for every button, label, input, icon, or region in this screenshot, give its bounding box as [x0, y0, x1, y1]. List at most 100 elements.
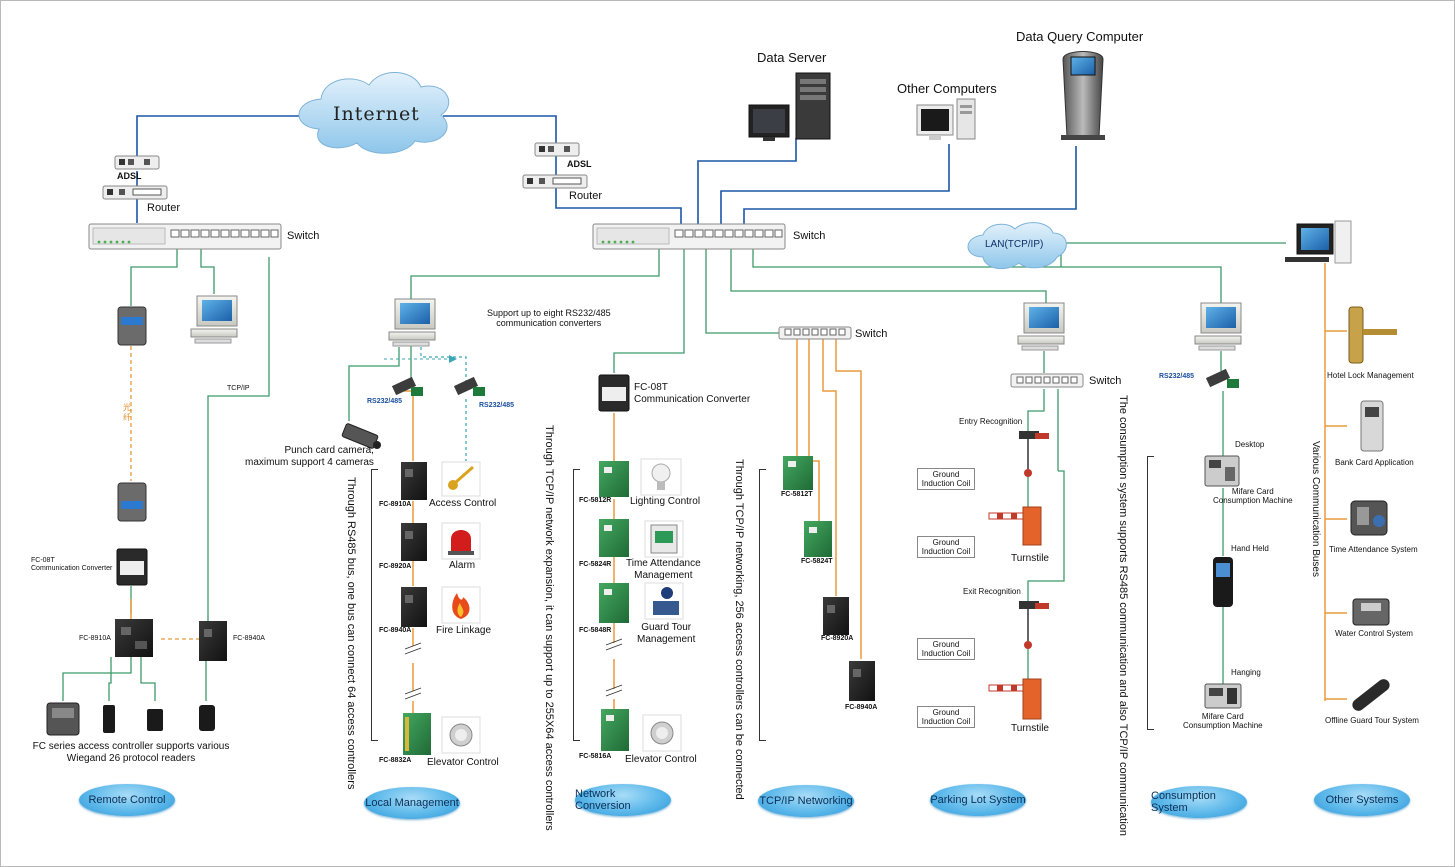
fc8910a-remote-label: FC-8910A: [79, 635, 111, 642]
section-tcpip-networking: TCP/IP Networking: [758, 785, 854, 817]
section-parking-lot-system-label: Parking Lot System: [930, 794, 1026, 806]
data-query-kiosk: [1061, 51, 1105, 140]
router-mid: [522, 174, 588, 189]
punch-card-camera: [341, 423, 381, 449]
turnstile-barrier-2: [988, 678, 1042, 720]
readers-caption: FC series access controller supports var…: [32, 741, 230, 764]
fc8940a-tcpip-label: FC-8940A: [845, 704, 878, 711]
key-icon: [441, 461, 481, 497]
section-other-systems-label: Other Systems: [1325, 794, 1399, 806]
section-local-management: Local Management: [364, 787, 460, 819]
section-tcpip-networking-label: TCP/IP Networking: [759, 795, 853, 807]
fc5812r-label: FC-5812R: [579, 497, 612, 504]
fc8920a-tcpip-label: FC-8920A: [821, 635, 854, 642]
fc5816a-label: FC-5816A: [579, 753, 612, 760]
support-pointer-arrow: [449, 355, 457, 363]
pc-other-systems: [1285, 220, 1352, 264]
switch-parking-device: [1010, 373, 1084, 388]
board-5812r: [599, 461, 629, 497]
switch-tcpip-label: Switch: [855, 328, 888, 340]
exit-camera: [1019, 601, 1049, 649]
wan-links: [136, 115, 1077, 225]
hanging-label: Hanging: [1231, 668, 1261, 677]
elevator-control-local-label: Elevator Control: [427, 757, 499, 768]
fc08t-remote-label: FC-08T Communication Converter: [31, 557, 113, 573]
handheld-terminal: [1213, 557, 1233, 607]
internet-label: Internet: [333, 103, 420, 125]
fc8940a-remote-label: FC-8940A: [233, 635, 265, 642]
rs-converter-right: [453, 376, 485, 396]
lan-label: LAN(TCP/IP): [985, 239, 1044, 250]
board-local-8832a: [403, 713, 431, 755]
bank-card-reader-icon: [1360, 400, 1384, 452]
adsl-modem-left: [114, 155, 160, 170]
alarm-icon: [441, 522, 481, 560]
support-note: Support up to eight RS232/485 communicat…: [487, 308, 611, 329]
break-marks: [404, 638, 623, 700]
tcpip-remote-label: TCP/IP: [227, 385, 250, 392]
lan-cloud: [967, 222, 1067, 270]
reader-keypad: [46, 702, 80, 736]
fc8910a-local-label: FC-8910A: [379, 501, 412, 508]
time-attendance-system-label: Time Attendance System: [1329, 545, 1418, 554]
fc5848r-label: FC-5848R: [579, 627, 612, 634]
board-tcpip-8920a: [823, 597, 849, 635]
switch-main-label: Switch: [793, 230, 826, 242]
board-local-8910a: [401, 462, 427, 500]
section-consumption-system-label: Consumption System: [1151, 790, 1216, 814]
other-computers-device: [916, 98, 976, 140]
section-remote-control: Remote Control: [79, 784, 175, 816]
fire-icon: [441, 586, 481, 624]
switch-tcpip-device: [778, 326, 852, 340]
hotel-lock-icon: [1348, 306, 1397, 364]
adsl-mid-label: ADSL: [567, 159, 592, 169]
water-control-label: Water Control System: [1335, 629, 1413, 638]
fc5824r-label: FC-5824R: [579, 561, 612, 568]
attendance-icon: [644, 520, 684, 558]
lightbulb-icon: [640, 458, 682, 496]
turnstile-1-label: Turnstile: [1011, 553, 1049, 564]
rs485-bus-note: Through RS485 bus, one bus can connect 6…: [345, 477, 357, 790]
tcpip-expansion-note: Through TCP/IP network expansion, it can…: [543, 425, 555, 831]
section-parking-lot-system: Parking Lot System: [930, 784, 1026, 816]
rs-converter-left: [391, 376, 423, 396]
rs-converter-consumption: [1205, 368, 1239, 388]
fiber-label: 光纤: [123, 403, 131, 422]
bank-card-label: Bank Card Application: [1335, 458, 1414, 467]
local-bracket: [371, 469, 378, 741]
ground-coil-4: Ground Induction Coil: [917, 706, 975, 728]
guard-tour-management-label: Guard Tour Management: [637, 622, 696, 645]
fc08t-network-label: FC-08T Communication Converter: [634, 382, 751, 405]
guard-tour-icon: [644, 582, 684, 620]
tcpip-networking-note: Through TCP/IP networking, 256 access co…: [733, 459, 745, 800]
pc-remote: [190, 295, 238, 344]
fire-linkage-label: Fire Linkage: [436, 625, 492, 636]
board-5812t: [783, 456, 813, 490]
fc8920a-local-label: FC-8920A: [379, 563, 412, 570]
tcpip-bracket: [759, 469, 766, 741]
communication-buses-note: Various Communication Buses: [1310, 441, 1321, 577]
ground-coil-3: Ground Induction Coil: [917, 638, 975, 660]
elevator-icon-network: [642, 714, 682, 752]
board-5816a: [601, 709, 629, 751]
consumption-bracket: [1147, 456, 1154, 730]
desktop-consumption-machine: [1204, 455, 1240, 487]
reader-card-2: [147, 709, 163, 731]
internet-cloud: [298, 72, 450, 154]
offline-guard-tour-label: Offline Guard Tour System: [1325, 716, 1419, 725]
mifare-machine-2-label: Mifare Card Consumption Machine: [1183, 712, 1263, 731]
board-remote-8910a: [115, 619, 153, 657]
router-mid-label: Router: [569, 190, 603, 202]
data-server-device: [748, 72, 831, 141]
board-tcpip-8940a: [849, 661, 875, 701]
fiber-converter-bottom: [117, 482, 147, 522]
section-network-conversion: Network Conversion: [575, 784, 671, 816]
rs-right-label: RS232/485: [479, 402, 515, 409]
time-attendance-management-label: Time Attendance Management: [626, 558, 701, 581]
fc08t-converter-network: [598, 374, 630, 412]
ground-coil-1: Ground Induction Coil: [917, 468, 975, 490]
fc08t-converter-remote: [116, 548, 148, 586]
ground-coil-2: Ground Induction Coil: [917, 536, 975, 558]
adsl-modem-mid: [534, 142, 580, 157]
